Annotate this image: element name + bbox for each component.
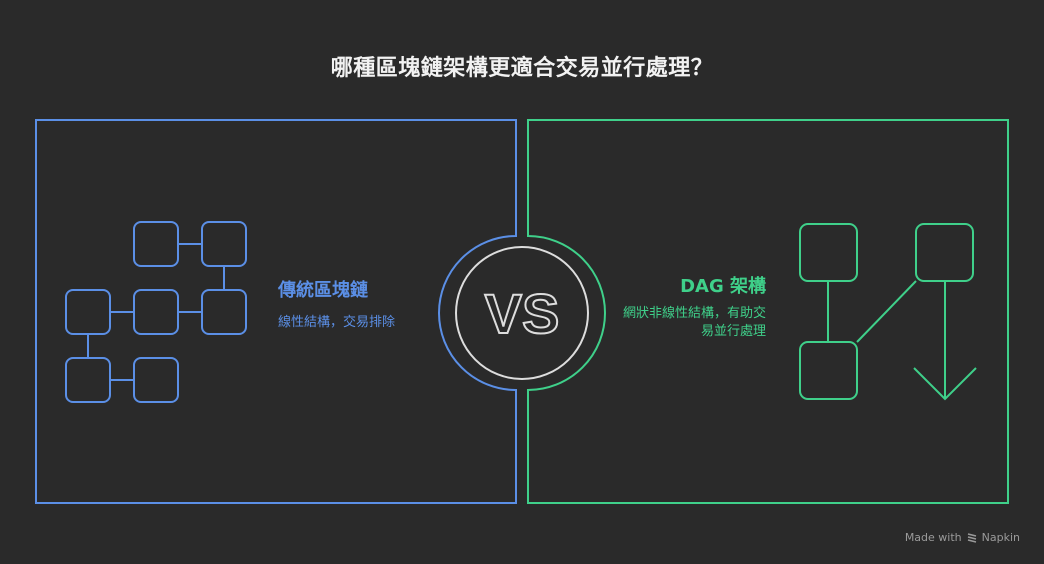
made-with-text: Made with <box>904 531 962 544</box>
vs-circle <box>455 246 589 380</box>
left-panel-border <box>35 119 517 504</box>
left-option-title: 傳統區塊鏈 <box>278 280 368 301</box>
right-option-title: DAG 架構 <box>680 276 766 297</box>
napkin-brand: Napkin <box>981 531 1020 544</box>
napkin-logo-icon <box>967 532 976 543</box>
left-option-description: 線性結構，交易排除 <box>278 315 396 330</box>
right-option-description: 網狀非線性結構，有助交易並行處理 <box>622 306 766 339</box>
dag-network-icon <box>799 223 977 401</box>
page-title: 哪種區塊鏈架構更適合交易並行處理？ <box>330 56 714 81</box>
linear-chain-blocks-icon <box>65 221 247 403</box>
napkin-watermark[interactable]: Made with Napkin <box>905 531 1020 544</box>
right-panel-border <box>527 119 1009 504</box>
vs-label: VS <box>485 282 560 345</box>
